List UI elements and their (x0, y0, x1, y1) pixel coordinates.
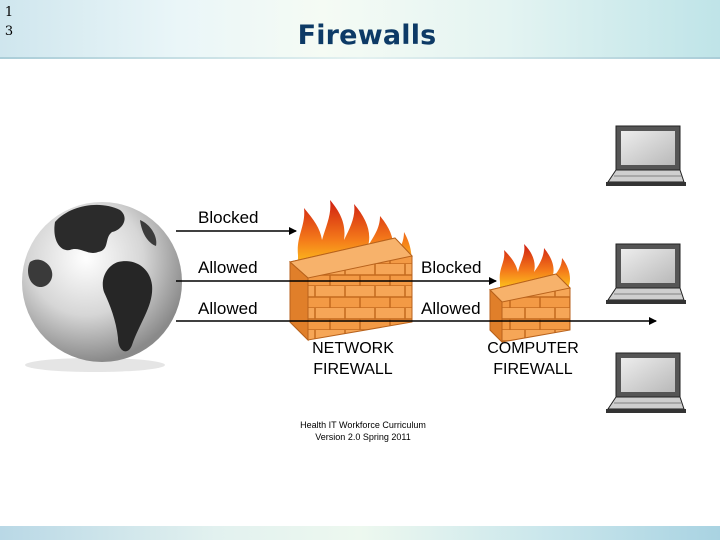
network-firewall-caption-line2: FIREWALL (313, 361, 393, 378)
laptop-icon (606, 125, 686, 186)
flow-label-blocked: Blocked (198, 208, 259, 227)
computer-firewall-caption-line1: COMPUTER (487, 340, 579, 357)
header-band (0, 0, 720, 58)
laptop-icon (606, 243, 686, 304)
header-divider (0, 57, 720, 59)
computer-firewall-caption: COMPUTER FIREWALL (468, 338, 598, 380)
footer-line-1: Health IT Workforce Curriculum (300, 420, 426, 430)
footer-credit: Health IT Workforce Curriculum Version 2… (263, 419, 463, 443)
footer-line-2: Version 2.0 Spring 2011 (315, 432, 411, 442)
computer-side-label-blocked: Blocked (421, 258, 482, 277)
computer-firewall-icon (489, 273, 572, 344)
globe-icon (22, 202, 182, 372)
network-firewall-caption: NETWORK FIREWALL (293, 338, 413, 380)
flow-label-allowed: Allowed (198, 258, 258, 277)
computer-side-label-allowed: Allowed (421, 299, 481, 318)
laptop-icon (606, 352, 686, 413)
slide-number: 13 (4, 5, 14, 39)
flow-label-allowed: Allowed (198, 299, 258, 318)
network-firewall-caption-line1: NETWORK (312, 340, 394, 357)
computer-firewall-caption-line2: FIREWALL (493, 361, 573, 378)
slide-title: Firewalls (297, 20, 437, 51)
footer-band (0, 526, 720, 540)
traffic-arrows (176, 227, 657, 325)
